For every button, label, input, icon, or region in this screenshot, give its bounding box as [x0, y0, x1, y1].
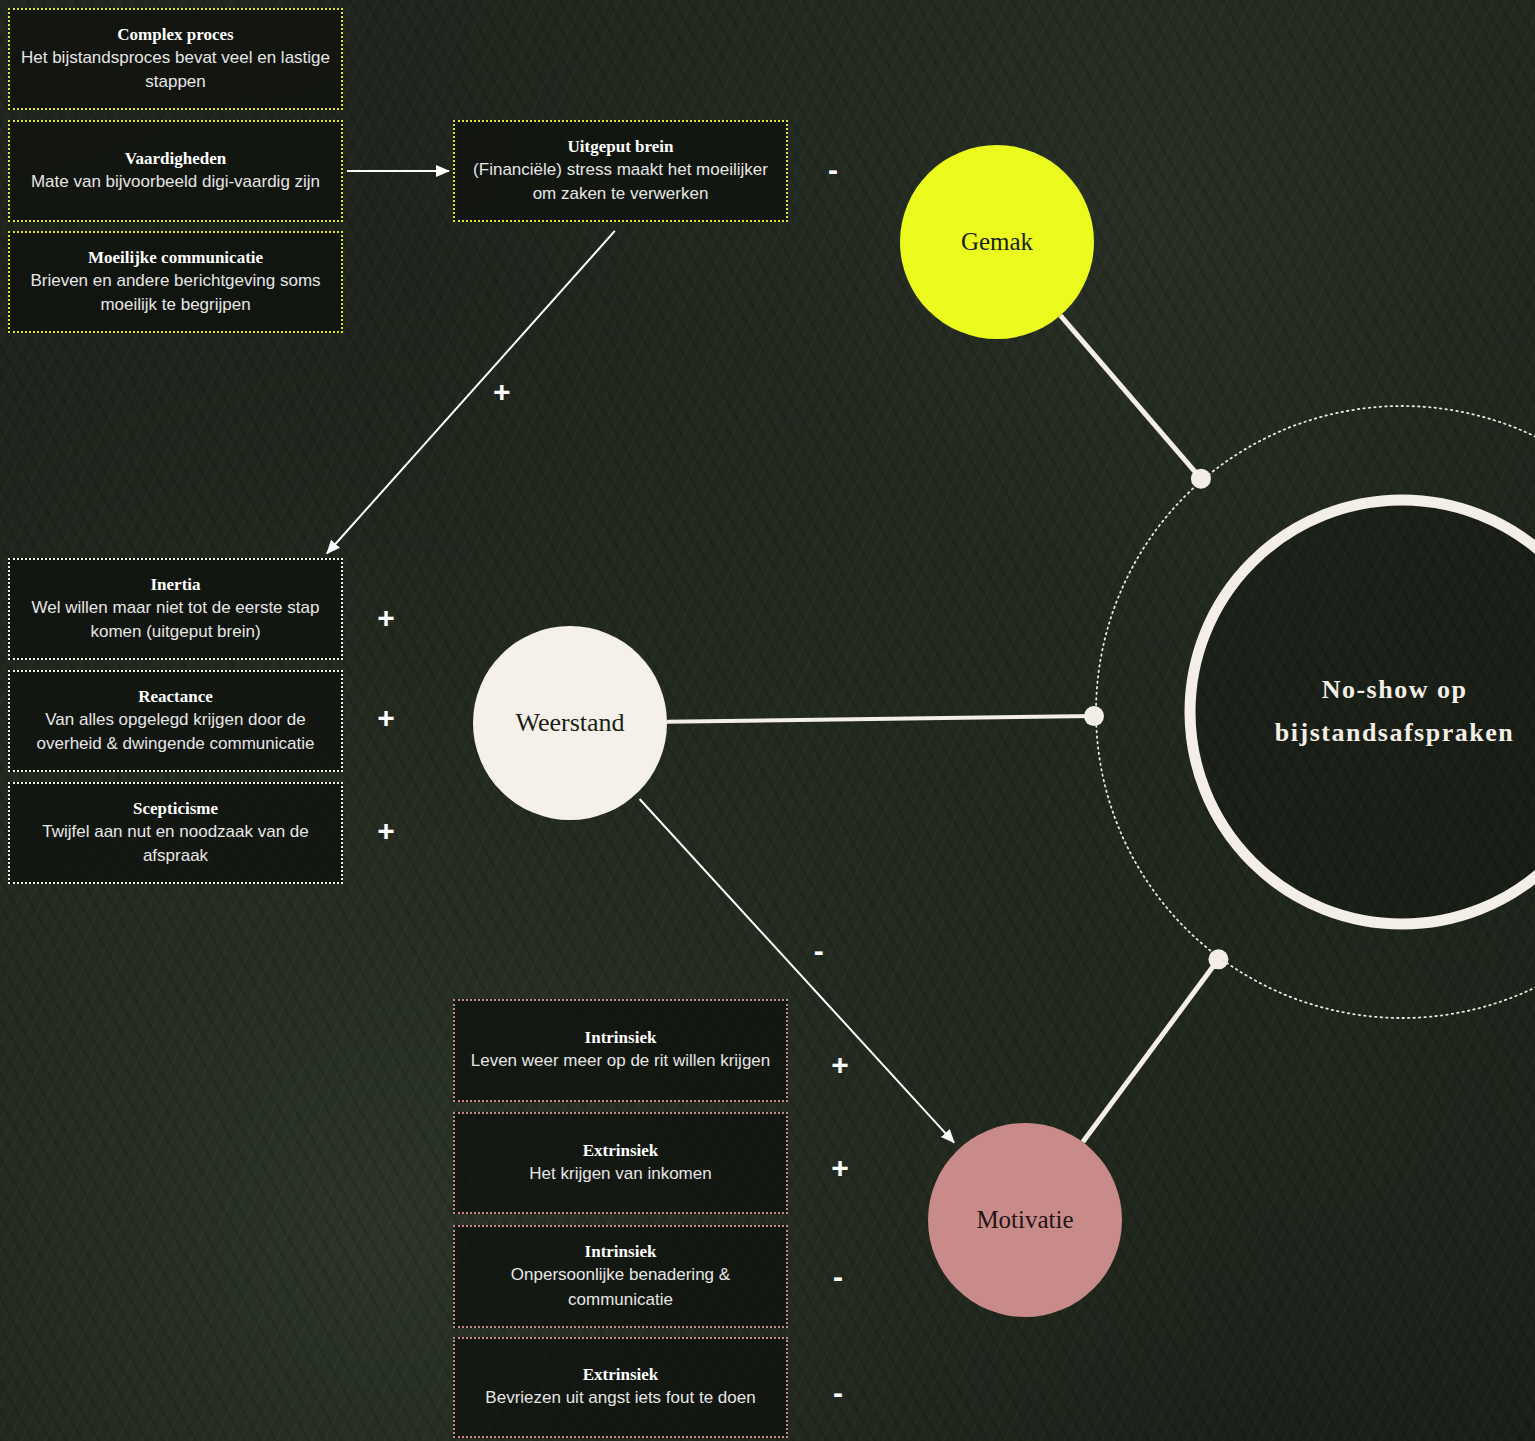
- box-heading: Uitgeput brein: [568, 136, 674, 158]
- circle-fill: [473, 626, 667, 820]
- influence-sign: +: [377, 703, 395, 733]
- dotted-ring: [1096, 406, 1535, 1018]
- connector: [327, 231, 615, 554]
- text-box: ExtrinsiekBevriezen uit angst iets fout …: [453, 1337, 788, 1438]
- connector-line: [347, 170, 449, 172]
- circle-fill: [900, 145, 1094, 339]
- connector: [1060, 315, 1211, 488]
- text-box: Moeilijke communicatieBrieven en andere …: [8, 231, 343, 333]
- box-heading: Extrinsiek: [583, 1140, 659, 1162]
- connector-line: [1083, 959, 1219, 1142]
- concept-circle: Motivatie: [928, 1123, 1122, 1317]
- box-body: Twijfel aan nut en noodzaak van de afspr…: [20, 820, 331, 868]
- text-box: IntrinsiekOnpersoonlijke benadering & co…: [453, 1225, 788, 1328]
- circle-fill: [928, 1123, 1122, 1317]
- influence-sign: +: [831, 1153, 849, 1183]
- box-body: (Financiële) stress maakt het moeilijker…: [465, 158, 776, 206]
- connector-line: [1060, 315, 1201, 478]
- influence-sign: -: [833, 1262, 843, 1292]
- edge-sign: -: [814, 936, 824, 966]
- influence-sign: +: [377, 603, 395, 633]
- box-body: Bevriezen uit angst iets fout te doen: [485, 1386, 755, 1410]
- box-body: Wel willen maar niet tot de eerste stap …: [20, 596, 331, 644]
- influence-sign: +: [377, 816, 395, 846]
- circle-label: Weerstand: [473, 708, 667, 738]
- influence-sign: -: [828, 155, 838, 185]
- circle-label: Motivatie: [928, 1206, 1122, 1234]
- box-heading: Inertia: [150, 574, 200, 596]
- target-label: No-show op bijstandsafspraken: [1262, 669, 1527, 755]
- connector: [347, 171, 449, 172]
- text-box: IntrinsiekLeven weer meer op de rit will…: [453, 999, 788, 1102]
- solid-ring: [1190, 500, 1535, 924]
- concept-circle: Gemak: [900, 145, 1094, 339]
- connector-line: [667, 716, 1094, 722]
- box-heading: Intrinsiek: [585, 1241, 657, 1263]
- box-heading: Reactance: [138, 686, 213, 708]
- box-body: Onpersoonlijke benadering & communicatie: [465, 1263, 776, 1311]
- box-body: Het bijstandsproces bevat veel en lastig…: [20, 46, 331, 94]
- box-heading: Intrinsiek: [585, 1027, 657, 1049]
- text-box: ScepticismeTwijfel aan nut en noodzaak v…: [8, 782, 343, 884]
- box-heading: Scepticisme: [133, 798, 218, 820]
- box-heading: Complex proces: [117, 24, 233, 46]
- box-heading: Extrinsiek: [583, 1364, 659, 1386]
- edge-sign: +: [493, 377, 511, 407]
- text-box: ReactanceVan alles opgelegd krijgen door…: [8, 670, 343, 772]
- connector-line: [327, 231, 615, 554]
- box-body: Brieven en andere berichtgeving soms moe…: [20, 269, 331, 317]
- box-body: Het krijgen van inkomen: [529, 1162, 711, 1186]
- text-box: InertiaWel willen maar niet tot de eerst…: [8, 558, 343, 660]
- text-box: VaardighedenMate van bijvoorbeeld digi-v…: [8, 120, 343, 222]
- box-body: Leven weer meer op de rit willen krijgen: [471, 1049, 771, 1073]
- circle-label: Gemak: [900, 228, 1094, 256]
- target-rings: [1094, 404, 1535, 1020]
- text-box: Uitgeput brein(Financiële) stress maakt …: [453, 120, 788, 222]
- box-body: Van alles opgelegd krijgen door de overh…: [20, 708, 331, 756]
- influence-sign: +: [831, 1050, 849, 1080]
- connector-dot: [1208, 949, 1228, 969]
- concept-circle: Weerstand: [473, 626, 667, 820]
- connector: [1083, 949, 1229, 1142]
- connector-dot: [1084, 706, 1104, 726]
- box-body: Mate van bijvoorbeeld digi-vaardig zijn: [31, 170, 320, 194]
- influence-sign: -: [833, 1378, 843, 1408]
- target-circle: No-show op bijstandsafspraken: [1094, 404, 1535, 1020]
- connector-dot: [1191, 469, 1211, 489]
- text-box: Complex procesHet bijstandsproces bevat …: [8, 8, 343, 110]
- box-heading: Moeilijke communicatie: [88, 247, 263, 269]
- box-heading: Vaardigheden: [125, 148, 226, 170]
- connector: [667, 706, 1104, 726]
- text-box: ExtrinsiekHet krijgen van inkomen: [453, 1112, 788, 1214]
